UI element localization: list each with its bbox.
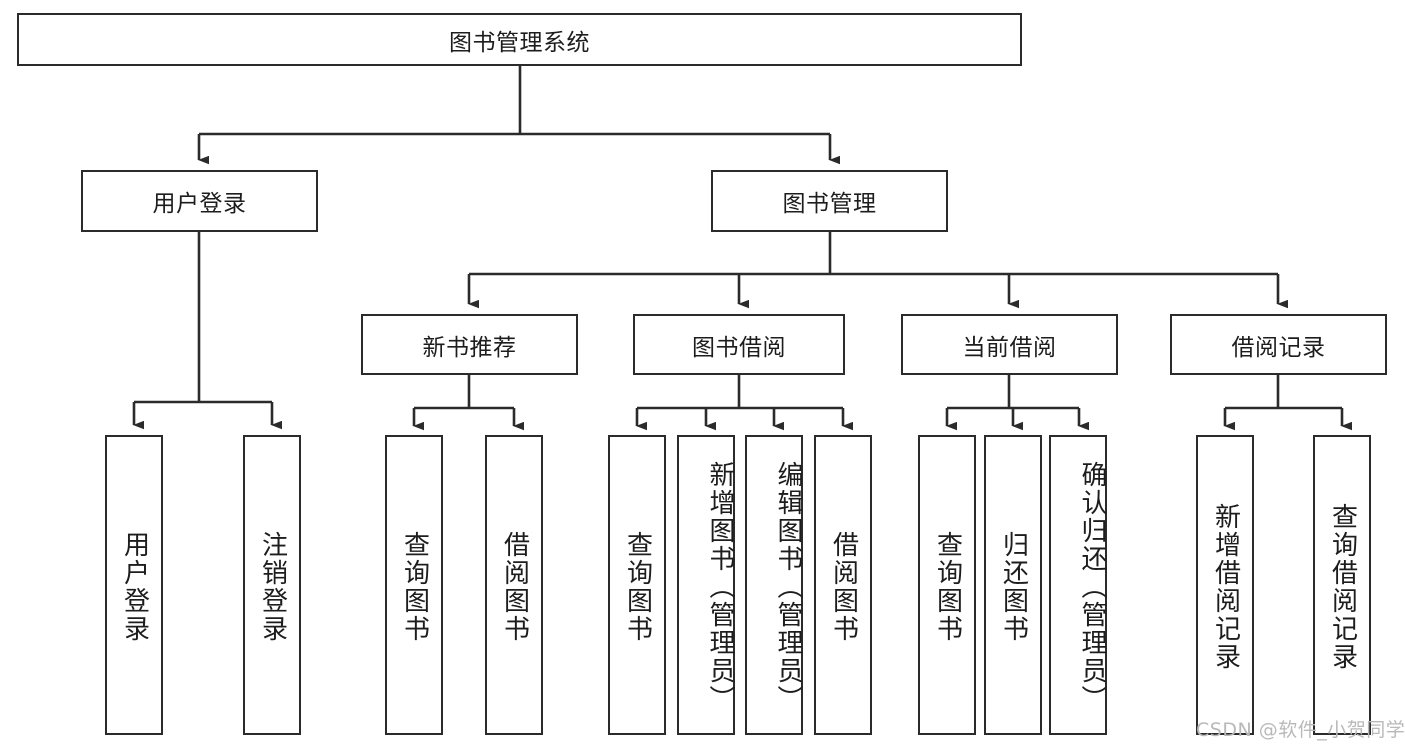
node-borrow-record[interactable]: 借阅记录	[1170, 314, 1387, 375]
leaf-user-login-signin[interactable]: 用户登录	[105, 435, 163, 735]
leaf-current-query-book[interactable]: 查询图书	[918, 435, 976, 735]
node-label: 编辑图书（管理员）	[773, 461, 803, 713]
node-label: 查询图书	[622, 531, 653, 643]
leaf-borrow-query-book[interactable]: 查询图书	[608, 435, 666, 735]
node-label: 注销登录	[257, 531, 288, 643]
csdn-watermark: CSDN @软件_小贺同学	[1196, 719, 1405, 741]
node-label: 借阅记录	[1231, 334, 1326, 361]
node-label: 图书管理系统	[449, 29, 590, 56]
node-label: 新增借阅记录	[1210, 503, 1241, 671]
node-book-borrow[interactable]: 图书借阅	[633, 314, 845, 375]
node-label: 新书推荐	[422, 334, 517, 361]
leaf-borrow-add-book-admin[interactable]: 新增图书（管理员）	[677, 435, 735, 735]
leaf-current-confirm-return-admin[interactable]: 确认归还（管理员）	[1049, 435, 1107, 735]
node-label: 归还图书	[998, 531, 1029, 643]
node-current-borrow[interactable]: 当前借阅	[901, 314, 1118, 375]
leaf-recommend-query-book[interactable]: 查询图书	[385, 435, 443, 735]
node-book-management[interactable]: 图书管理	[711, 170, 948, 232]
leaf-record-add-record[interactable]: 新增借阅记录	[1196, 435, 1254, 735]
leaf-user-login-signout[interactable]: 注销登录	[243, 435, 301, 735]
leaf-record-query-record[interactable]: 查询借阅记录	[1313, 435, 1371, 735]
node-label: 查询图书	[932, 531, 963, 643]
node-label: 用户登录	[119, 531, 150, 643]
node-label: 确认归还（管理员）	[1077, 461, 1107, 713]
node-label: 借阅图书	[499, 531, 530, 643]
node-user-login[interactable]: 用户登录	[81, 170, 318, 232]
leaf-current-return-book[interactable]: 归还图书	[984, 435, 1042, 735]
leaf-recommend-borrow-book[interactable]: 借阅图书	[485, 435, 543, 735]
leaf-borrow-borrow-book[interactable]: 借阅图书	[814, 435, 872, 735]
node-label: 新增图书（管理员）	[705, 461, 735, 713]
leaf-borrow-edit-book-admin[interactable]: 编辑图书（管理员）	[745, 435, 803, 735]
node-label: 当前借阅	[962, 334, 1057, 361]
node-label: 查询借阅记录	[1327, 503, 1358, 671]
node-new-book-recommend[interactable]: 新书推荐	[361, 314, 578, 375]
node-label: 查询图书	[399, 531, 430, 643]
node-label: 图书管理	[782, 191, 877, 217]
node-label: 图书借阅	[692, 334, 786, 361]
node-label: 借阅图书	[828, 531, 859, 643]
node-label: 用户登录	[152, 191, 247, 217]
node-root-system[interactable]: 图书管理系统	[17, 13, 1022, 66]
